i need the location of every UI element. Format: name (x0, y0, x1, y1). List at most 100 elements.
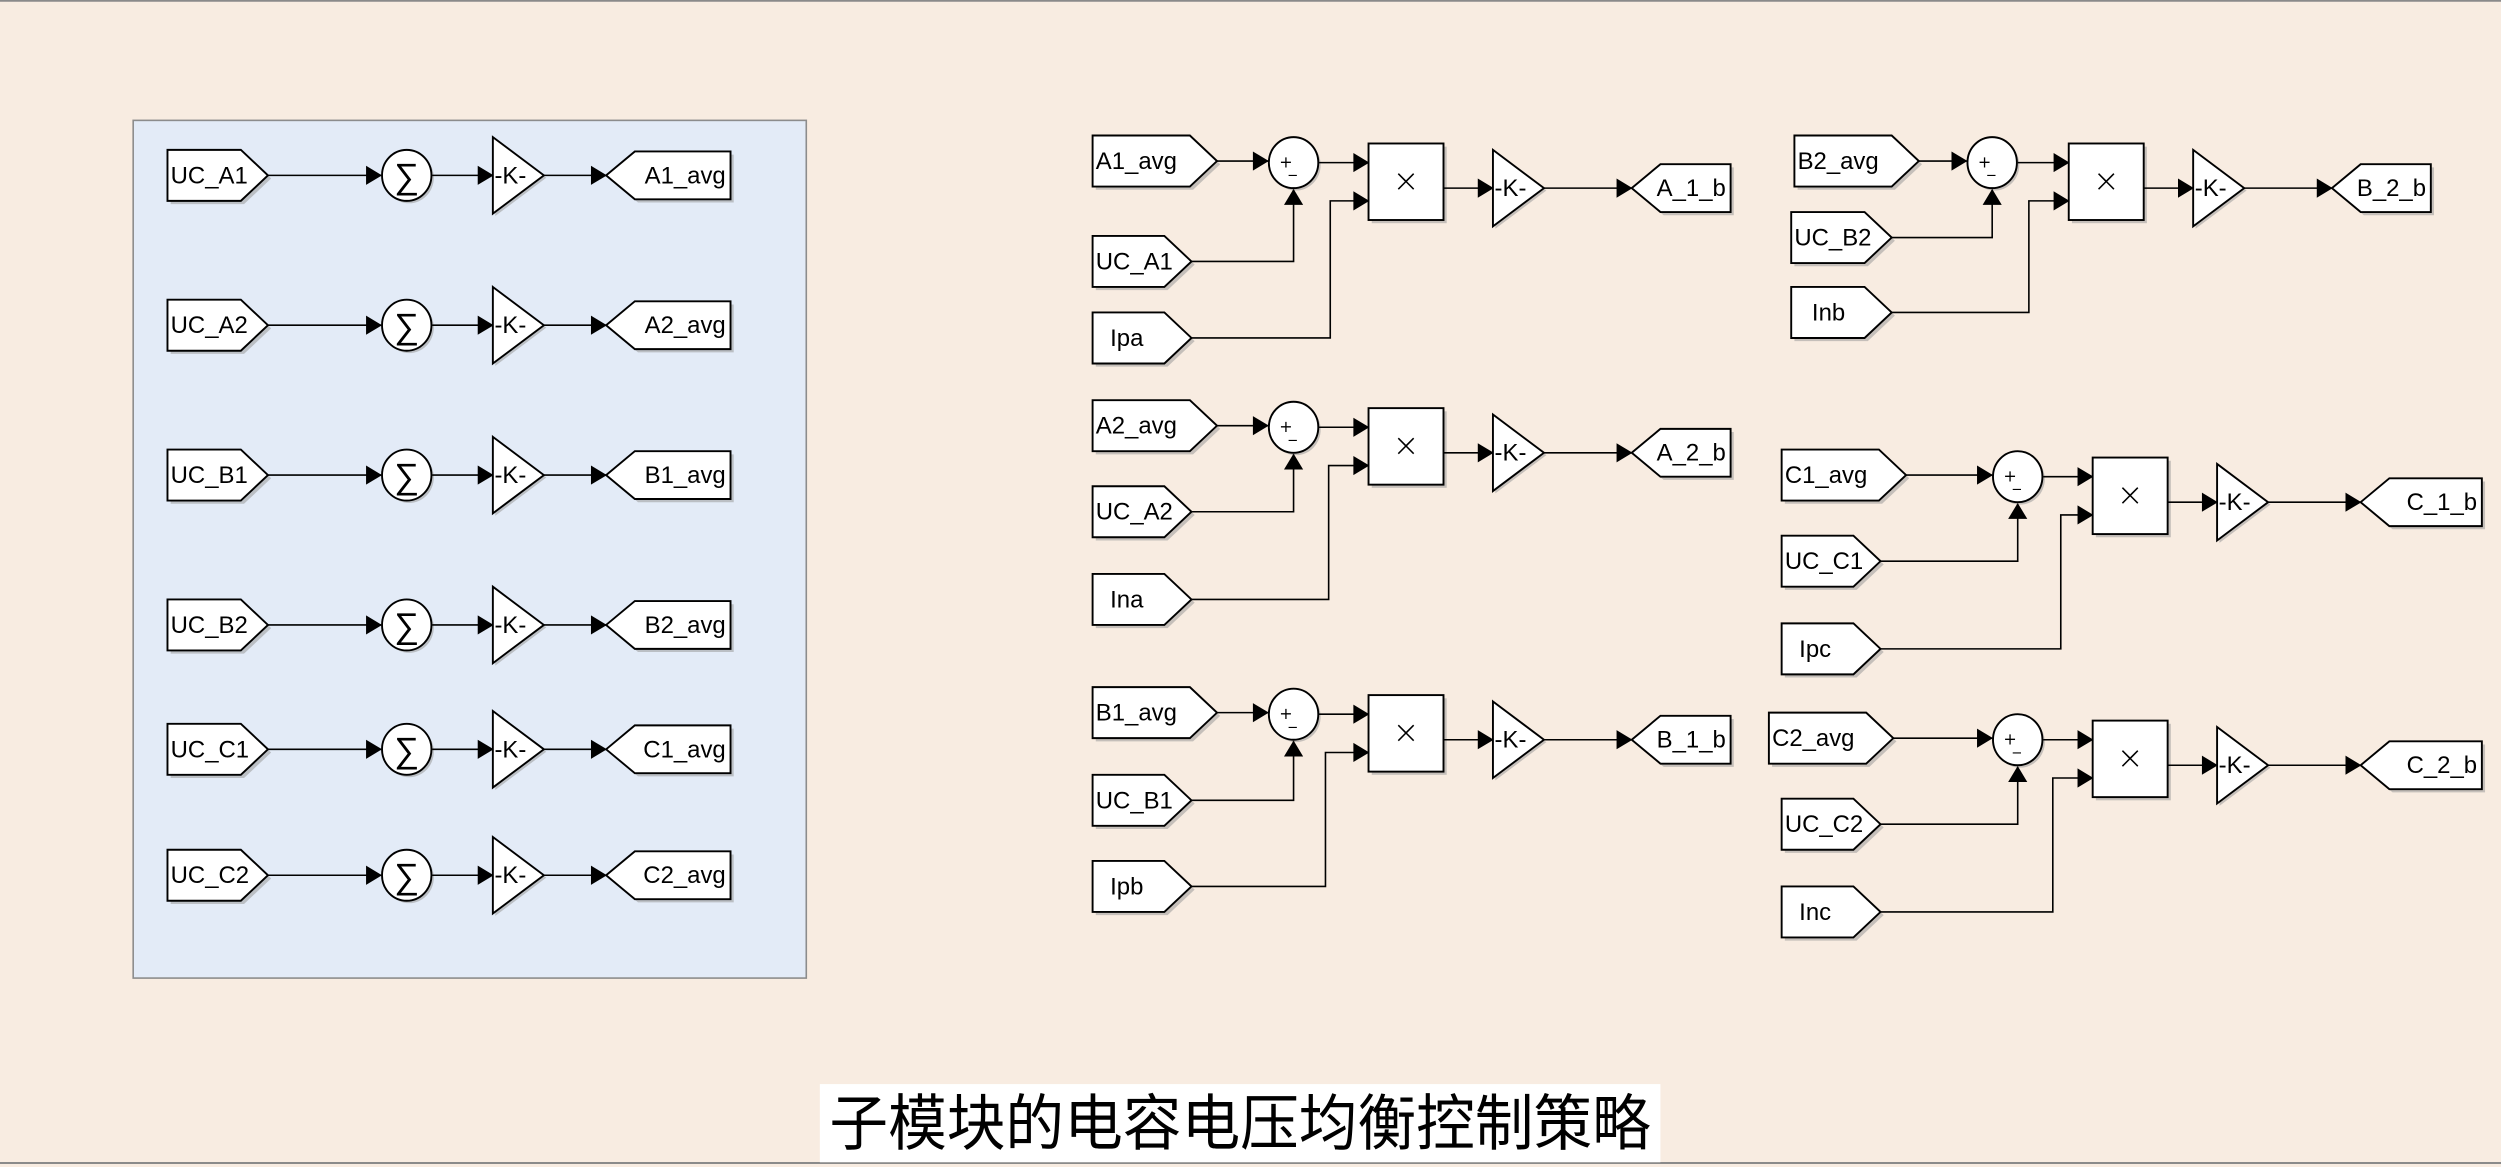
from-block-label: A1_avg (1096, 148, 1177, 175)
goto-block-output[interactable]: B_1_b (1630, 714, 1734, 767)
goto-block-shape (604, 450, 732, 500)
signal-line[interactable] (1191, 454, 1295, 513)
goto-block[interactable]: A1_avg (604, 150, 734, 203)
goto-block-output[interactable]: A_1_b (1630, 163, 1734, 216)
goto-block-output[interactable]: C_2_b (2359, 740, 2486, 793)
from-block[interactable]: UC_A2 (166, 298, 272, 354)
from-block[interactable]: UC_B2 (166, 598, 272, 654)
from-block-current[interactable]: Ipb (1091, 859, 1195, 916)
signal-line[interactable] (1880, 503, 2019, 562)
signal-arrowhead (2008, 502, 2028, 519)
goto-block-output[interactable]: B_2_b (2330, 163, 2435, 216)
signal-arrowhead (1977, 465, 1993, 485)
from-block-label: UC_C1 (1785, 548, 1863, 575)
gain-block[interactable]: -K- (1491, 147, 1547, 229)
goto-block[interactable]: B2_avg (604, 600, 734, 653)
sum-block[interactable]: +_ (1992, 713, 2045, 768)
from-block-current[interactable]: Ipc (1780, 622, 1884, 678)
goto-block[interactable]: A2_avg (604, 300, 734, 353)
sum-of-elements-block[interactable]: ∑ (381, 598, 434, 653)
sigma-icon: ∑ (394, 156, 419, 197)
from-block-uc[interactable]: UC_B1 (1091, 773, 1195, 830)
goto-block-label: A_2_b (1657, 440, 1726, 467)
signal-arrowhead (1616, 730, 1633, 750)
gain-block[interactable]: -K- (2216, 725, 2271, 806)
sum-block[interactable]: +_ (1992, 450, 2045, 505)
from-block-avg[interactable]: C1_avg (1780, 448, 1910, 504)
from-block-avg[interactable]: B2_avg (1793, 134, 1923, 190)
goto-block[interactable]: C2_avg (604, 850, 734, 903)
gain-block[interactable]: -K- (491, 584, 547, 666)
from-block-uc[interactable]: UC_A1 (1091, 234, 1195, 291)
product-block[interactable]: × (2067, 142, 2147, 224)
from-block-label: C2_avg (1772, 725, 1854, 752)
gain-block[interactable]: -K- (1491, 412, 1547, 494)
signal-arrowhead (2345, 492, 2362, 512)
from-block-avg[interactable]: A2_avg (1091, 399, 1221, 455)
gain-block[interactable]: -K- (491, 835, 547, 916)
goto-block[interactable]: B1_avg (604, 450, 734, 503)
signal-line[interactable] (1891, 200, 2069, 314)
from-block[interactable]: UC_C2 (166, 848, 272, 904)
gain-label: -K- (494, 736, 526, 763)
from-block-avg[interactable]: A1_avg (1091, 134, 1221, 190)
product-block[interactable]: × (2091, 456, 2171, 538)
sum-block[interactable]: +_ (1966, 136, 2020, 191)
gain-block[interactable]: -K- (491, 709, 547, 790)
sum-of-elements-block[interactable]: ∑ (381, 298, 434, 354)
signal-line[interactable] (1880, 514, 2093, 650)
sum-block[interactable]: +_ (1267, 136, 1321, 191)
from-block[interactable]: UC_B1 (166, 448, 272, 504)
sum-of-elements-block[interactable]: ∑ (381, 448, 434, 503)
product-block[interactable]: × (2091, 719, 2171, 801)
from-block-current[interactable]: Inc (1780, 885, 1884, 941)
gain-block[interactable]: -K- (2216, 462, 2271, 543)
signal-line[interactable] (1191, 200, 1369, 339)
sum-circle (1267, 400, 1320, 454)
signal-line[interactable] (1191, 751, 1369, 888)
from-block-uc[interactable]: UC_B2 (1790, 211, 1895, 267)
product-block[interactable]: × (1367, 407, 1447, 488)
from-block[interactable]: UC_A1 (166, 148, 272, 205)
from-block-shape (1091, 399, 1219, 453)
sum-of-elements-block[interactable]: ∑ (381, 848, 434, 904)
from-block-uc[interactable]: UC_A2 (1091, 485, 1195, 541)
gain-block[interactable]: -K- (491, 434, 547, 516)
goto-block-output[interactable]: A_2_b (1630, 427, 1734, 480)
from-block-current[interactable]: Inb (1790, 286, 1895, 342)
gain-block[interactable]: -K- (1491, 699, 1547, 781)
sum-of-elements-block[interactable]: ∑ (381, 148, 434, 204)
signal-arrowhead (1353, 455, 1370, 476)
sum-of-elements-block[interactable]: ∑ (381, 722, 434, 778)
sum-block[interactable]: +_ (1267, 400, 1321, 456)
from-block[interactable]: UC_C1 (166, 722, 272, 778)
from-block-uc[interactable]: UC_C1 (1780, 534, 1884, 590)
signal-line[interactable] (1191, 741, 1295, 802)
from-block-current[interactable]: Ina (1091, 572, 1195, 629)
signal-arrowhead (477, 739, 494, 759)
signal-line[interactable] (1191, 189, 1295, 263)
goto-block-output[interactable]: C_1_b (2359, 477, 2486, 530)
from-block-current[interactable]: Ipa (1091, 311, 1195, 367)
gain-block[interactable]: -K- (491, 285, 547, 366)
minus-sign: _ (2012, 471, 2022, 491)
goto-block-shape (604, 724, 732, 775)
from-block-avg[interactable]: B1_avg (1091, 686, 1221, 742)
title-annotation[interactable]: 子模块的电容电压均衡控制策略 (819, 1084, 1661, 1163)
from-block-label: Ipc (1799, 636, 1831, 663)
averaging-area[interactable] (132, 119, 808, 979)
signal-line[interactable] (1891, 189, 1993, 239)
signal-line[interactable] (1880, 766, 2019, 826)
gain-block[interactable]: -K- (491, 135, 547, 217)
sum-block[interactable]: +_ (1267, 687, 1321, 743)
product-block[interactable]: × (1367, 142, 1447, 224)
gain-block[interactable]: -K- (2192, 147, 2247, 229)
signal-line[interactable] (1191, 464, 1369, 601)
product-block[interactable]: × (1367, 694, 1447, 775)
from-block-avg[interactable]: C2_avg (1767, 711, 1897, 767)
signal-line[interactable] (1880, 777, 2093, 913)
goto-block[interactable]: C1_avg (604, 724, 734, 777)
from-block-uc[interactable]: UC_C2 (1780, 797, 1884, 853)
